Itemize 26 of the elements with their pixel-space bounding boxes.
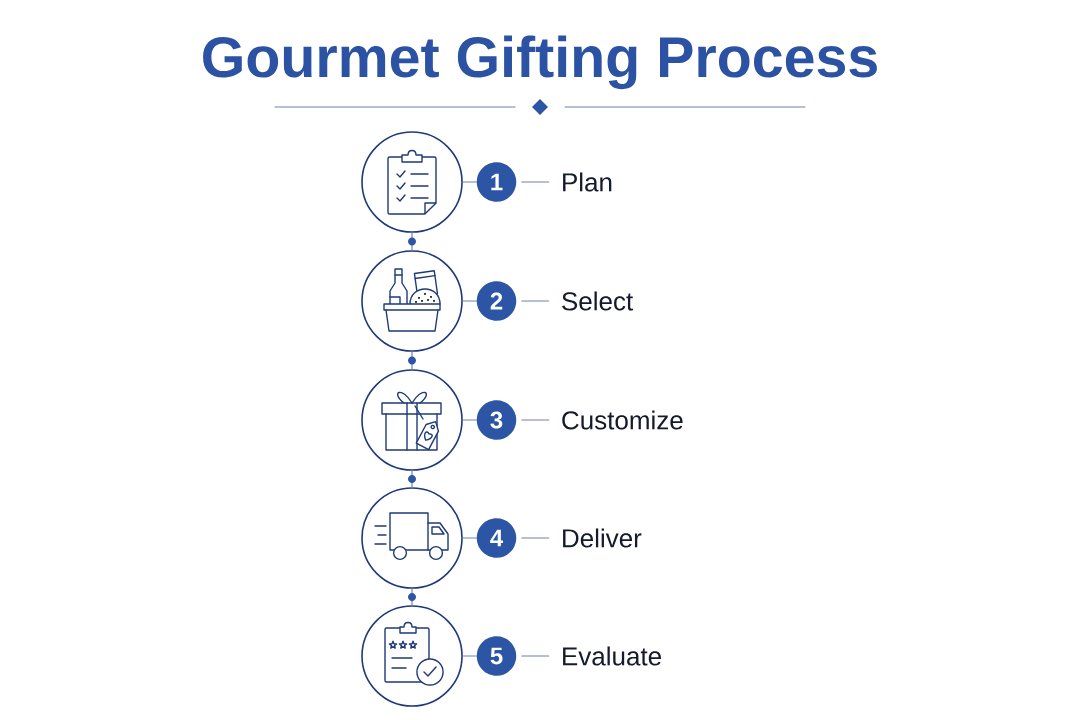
- connector-line: [521, 655, 550, 657]
- number-badge: 4: [476, 518, 517, 558]
- number-badge: 1: [476, 162, 517, 202]
- step-label: Plan: [563, 172, 612, 192]
- step-label: Select: [562, 291, 633, 311]
- connector-line: [521, 181, 550, 183]
- connector-line: [521, 300, 550, 302]
- icon-circle: [361, 369, 463, 471]
- connector-line: [462, 655, 478, 657]
- connector-line: [521, 419, 550, 421]
- connector-line: [462, 300, 478, 302]
- connector-line: [462, 181, 478, 183]
- step-label: Evaluate: [563, 646, 661, 666]
- connector-line: [462, 537, 478, 539]
- icon-circle: [361, 605, 463, 707]
- icon-circle: [361, 131, 463, 233]
- title: Gourmet Gifting Process: [203, 35, 877, 90]
- icon-circle: [361, 250, 463, 352]
- step-label: Customize: [562, 410, 683, 430]
- icon-circle: [361, 487, 463, 589]
- number-badge: 2: [476, 281, 517, 321]
- step-label: Deliver: [563, 528, 642, 548]
- number-badge: 3: [476, 400, 517, 440]
- connector-line: [521, 537, 550, 539]
- number-badge: 5: [476, 636, 517, 676]
- connector-line: [462, 419, 478, 421]
